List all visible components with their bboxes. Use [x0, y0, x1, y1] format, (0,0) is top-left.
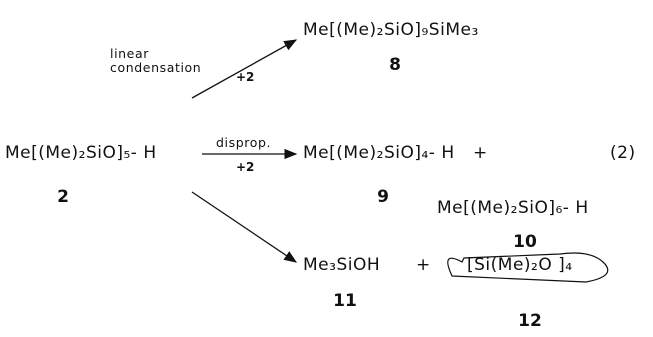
arrow-upper-text-1: linear [110, 46, 149, 61]
compound-11-label: 11 [333, 291, 357, 311]
compound-2-formula: Me[(Me)₂SiO]₅- H [5, 143, 157, 163]
compound-12-formula: [Si(Me)₂O ]₄ [467, 255, 573, 275]
compound-10-label: 10 [513, 232, 537, 252]
compound-9-label: 9 [377, 187, 389, 207]
ring-outline [447, 252, 609, 283]
arrow-upper-reagent: +2 [236, 70, 255, 84]
compound-8-formula: Me[(Me)₂SiO]₉SiMe₃ [303, 20, 479, 40]
compound-2-label: 2 [57, 187, 69, 207]
arrow-lower [191, 191, 298, 263]
compound-10-formula: Me[(Me)₂SiO]₆- H [437, 198, 589, 218]
compound-8-label: 8 [389, 55, 401, 75]
arrow-upper [191, 39, 298, 99]
plus-sign-after-9: + [473, 143, 488, 163]
arrow-middle-reagent: +2 [236, 160, 255, 174]
compound-12-label: 12 [518, 311, 542, 331]
plus-sign-after-11: + [416, 255, 431, 275]
arrow-upper-text-2: condensation [110, 60, 202, 75]
equation-number: (2) [610, 143, 636, 163]
compound-9-formula: Me[(Me)₂SiO]₄- H [303, 143, 455, 163]
compound-11-formula: Me₃SiOH [303, 255, 381, 275]
arrow-middle-text: disprop. [216, 135, 272, 150]
